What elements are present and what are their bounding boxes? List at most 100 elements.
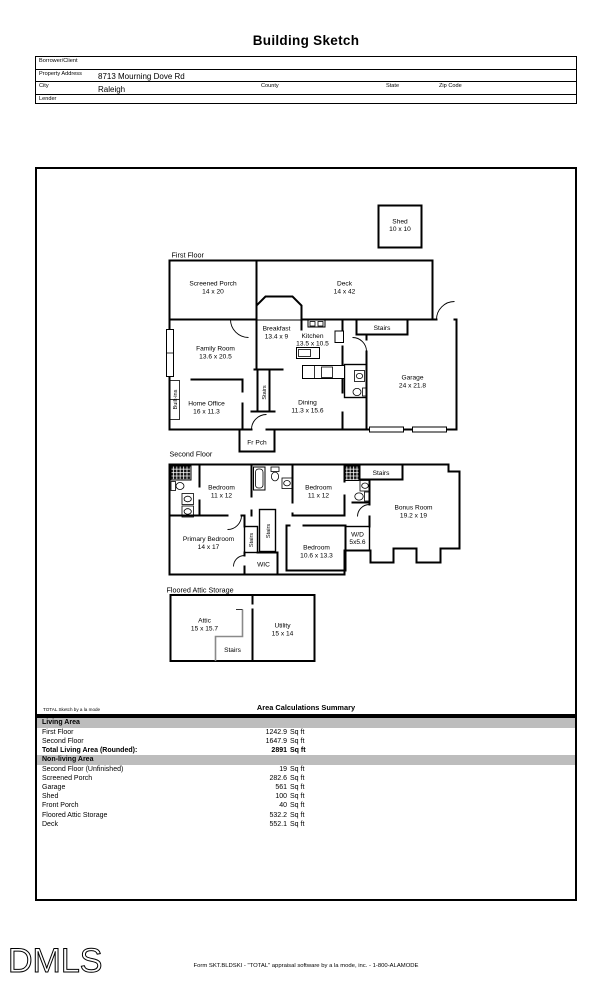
summary-row: Second Floor 1647.9 Sq ft <box>37 737 575 746</box>
second-floor-door-arcs <box>227 504 370 567</box>
built-ins: Built-ins <box>169 380 180 420</box>
summary-row: Floored Attic Storage 532.2 Sq ft <box>37 811 575 820</box>
wic-label: WIC <box>257 562 270 569</box>
row-unit: Sq ft <box>290 746 306 754</box>
front-porch-label: Fr Pch <box>247 440 267 447</box>
shower-icon <box>344 465 360 481</box>
stairs-label: Stairs <box>373 470 391 477</box>
row-unit: Sq ft <box>290 737 305 745</box>
toilet-icon <box>170 481 176 491</box>
property-info-table: Borrower/Client Property Address 8713 Mo… <box>35 56 577 104</box>
toilet-icon <box>354 492 364 501</box>
wd-dims: 5x5.6 <box>349 539 365 546</box>
kitchen-fixtures <box>296 319 345 379</box>
shower-icon <box>170 465 192 481</box>
bedroom-bottom-name: Bedroom <box>303 545 330 552</box>
stairs-center-label: Stairs <box>262 385 268 400</box>
row-value: 282.6 <box>269 774 287 782</box>
row-value: 1647.9 <box>265 737 287 745</box>
borrower-label: Borrower/Client <box>39 58 78 64</box>
stairs-label: Stairs <box>374 325 392 332</box>
row-label: Screened Porch <box>42 774 93 782</box>
stove-icon <box>307 319 326 328</box>
summary-row: Garage 561 Sq ft <box>37 783 575 792</box>
page-title: Building Sketch <box>252 33 360 48</box>
city-value: Raleigh <box>98 84 126 94</box>
row-unit: Sq ft <box>290 774 305 782</box>
row-label: Shed <box>42 793 59 801</box>
property-address-value: 8713 Mourning Dove Rd <box>98 71 185 81</box>
city-label: City <box>39 83 49 89</box>
breakfast-bay <box>255 295 303 320</box>
row-unit: Sq ft <box>290 820 305 828</box>
total-living-area-row: Total Living Area (Rounded): 2891 Sq ft <box>37 746 575 755</box>
state-label: State <box>386 83 400 89</box>
row-label: Garage <box>42 783 66 791</box>
breakfast-dims: 13.4 x 9 <box>265 334 289 341</box>
second-floor-fixtures <box>170 466 371 518</box>
wd-name: W/D <box>351 532 364 539</box>
second-floor-label: Second Floor <box>170 450 213 459</box>
toilet-icon <box>352 387 362 396</box>
utility-name: Utility <box>274 623 291 630</box>
shed-name: Shed <box>392 219 408 226</box>
attic-storage-label: Floored Attic Storage <box>167 586 234 595</box>
attic-dims: 15 x 15.7 <box>191 626 218 633</box>
bonus-room-name: Bonus Room <box>394 505 433 512</box>
total-sketch-brand: TOTAL Sketch by a la mode <box>43 707 101 712</box>
nonliving-area-header: Non-living Area <box>37 755 575 765</box>
garage-dims: 24 x 21.8 <box>399 383 426 390</box>
attic-name: Attic <box>198 618 212 625</box>
dining-dims: 11.3 x 15.6 <box>291 408 323 415</box>
shed-dims: 10 x 10 <box>389 226 411 233</box>
county-label: County <box>261 83 279 89</box>
bonus-room-dims: 19.2 x 19 <box>400 513 427 520</box>
row-value: 1242.9 <box>265 728 287 736</box>
half-bath-fixtures <box>352 370 367 397</box>
bedroom-left-name: Bedroom <box>208 485 235 492</box>
bedroom-left-dims: 11 x 12 <box>211 493 232 500</box>
sink-icon <box>354 370 365 382</box>
living-area-header: Living Area <box>37 718 575 728</box>
attic-stairs-steps <box>214 609 244 661</box>
row-unit: Sq ft <box>290 811 305 819</box>
deck-name: Deck <box>337 281 353 288</box>
area-calculations-summary: TOTAL Sketch by a la mode Area Calculati… <box>37 701 575 829</box>
row-value: 100 <box>275 793 287 801</box>
first-floor-label: First Floor <box>172 251 205 260</box>
family-room-name: Family Room <box>196 346 235 353</box>
sketch-box: Shed 10 x 10 First Floor <box>35 167 577 901</box>
row-value: 40 <box>279 802 287 810</box>
floor-plan-sketch: Shed 10 x 10 First Floor <box>166 204 461 662</box>
sink-icon <box>281 477 293 489</box>
screened-porch-name: Screened Porch <box>189 281 237 288</box>
row-label: First Floor <box>42 728 74 736</box>
lender-label: Lender <box>39 96 57 102</box>
city-row: City Raleigh County State Zip Code <box>36 82 576 95</box>
dining-name: Dining <box>298 400 317 407</box>
garage-name: Garage <box>402 375 424 382</box>
second-floor-walls <box>168 463 404 576</box>
row-value: 532.2 <box>269 811 287 819</box>
kitchen-dims: 13.5 x 10.5 <box>296 341 329 348</box>
home-office-name: Home Office <box>188 401 225 408</box>
second-floor-plan: Second Floor <box>168 450 461 576</box>
borrower-row: Borrower/Client <box>36 57 576 70</box>
summary-title: Area Calculations Summary <box>256 703 356 712</box>
screened-porch-dims: 14 x 20 <box>202 289 224 296</box>
summary-row: Shed 100 Sq ft <box>37 792 575 801</box>
bedroom-mid-dims: 11 x 12 <box>308 493 329 500</box>
bathtub-icon <box>253 466 266 491</box>
toilet-icon <box>270 466 280 472</box>
row-value: 19 <box>279 765 287 773</box>
summary-row: Front Porch 40 Sq ft <box>37 801 575 810</box>
row-unit: Sq ft <box>290 728 305 736</box>
summary-row: Second Floor (Unfinished) 19 Sq ft <box>37 765 575 774</box>
row-value: 552.1 <box>269 820 287 828</box>
form-footer-text: Form SKT.BLDSKI - "TOTAL" appraisal soft… <box>193 963 419 969</box>
row-label: Second Floor (Unfinished) <box>42 765 124 773</box>
sink-icon <box>181 493 194 505</box>
row-label: Front Porch <box>42 802 79 810</box>
primary-bedroom-dims: 14 x 17 <box>198 544 220 551</box>
